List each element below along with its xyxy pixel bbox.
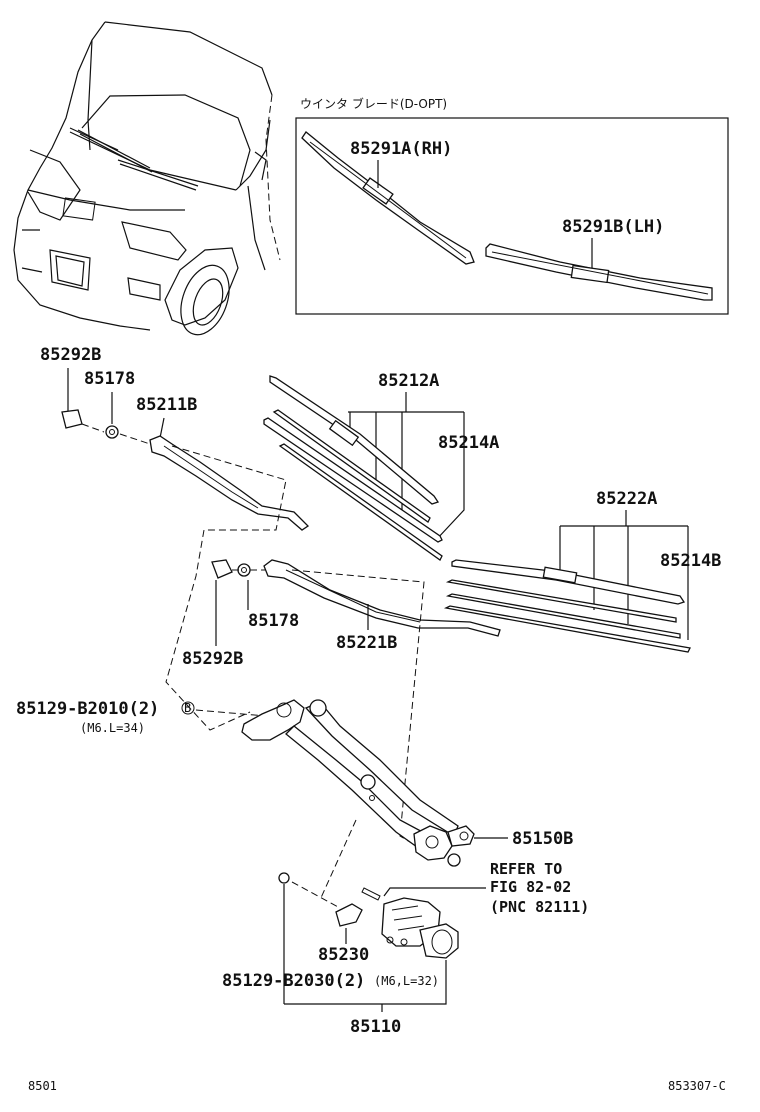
wiper-arm-85221B[interactable] [263, 559, 501, 637]
group-85150B: 85129-B2010(2) (M6.L=34) B 85150B [16, 699, 573, 901]
label-85291B: 85291B(LH) [562, 217, 664, 237]
refer-line-2: FIG 82-02 [490, 878, 571, 896]
bolt-85129-B2030[interactable] [278, 872, 290, 884]
label-85214A: 85214A [438, 433, 499, 453]
blade-85212A[interactable] [269, 375, 440, 505]
box-title: ウインタ ブレード(D-OPT) [300, 96, 447, 111]
label-85222A: 85222A [596, 489, 657, 509]
blade-85291A[interactable] [301, 131, 475, 265]
label-85212A: 85212A [378, 371, 439, 391]
label-85291A: 85291A(RH) [350, 139, 452, 159]
bolt-mark-b-circle [181, 701, 195, 715]
label-85292B-mid: 85292B [182, 649, 243, 669]
nut-85178-mid[interactable] [237, 563, 251, 577]
blade-rubber-85214B[interactable] [443, 579, 691, 653]
group-85221B: 85292B 85178 85221B [182, 559, 501, 849]
wiper-linkage-85150B[interactable] [241, 699, 475, 867]
refer-line-1: REFER TO [490, 860, 562, 878]
blade-85291B[interactable] [485, 243, 713, 301]
label-85150B: 85150B [512, 829, 573, 849]
label-85178-top: 85178 [84, 369, 135, 389]
label-bolt-85129-B2010-spec: (M6.L=34) [80, 721, 145, 735]
label-bolt-85129-B2030: 85129-B2030(2) [222, 971, 365, 991]
label-bolt-85129-B2030-spec: (M6,L=32) [374, 974, 439, 988]
group-85212A: 85212A 85214A [263, 371, 499, 561]
label-85292B-top: 85292B [40, 345, 101, 365]
blade-rubber-85214A[interactable] [263, 409, 443, 561]
label-85214B: 85214B [660, 551, 721, 571]
bolt-mark-b: B [184, 701, 191, 715]
winter-blade-box: ウインタ ブレード(D-OPT) 85291A(RH) 85291B(LH) [295, 96, 729, 315]
box-frame [295, 117, 729, 315]
blade-85222A[interactable] [451, 559, 686, 605]
label-85110: 85110 [350, 1017, 401, 1037]
group-85222A: 85222A 85214B [443, 489, 721, 653]
wiper-arm-85211B[interactable] [149, 435, 310, 531]
label-bolt-85129-B2010: 85129-B2010(2) [16, 699, 159, 719]
wiper-motor-85110[interactable] [335, 897, 459, 959]
refer-line-3: (PNC 82111) [490, 898, 589, 916]
label-85221B: 85221B [336, 633, 397, 653]
vehicle-front-illustration [13, 21, 281, 336]
nut-85178-top[interactable] [105, 425, 119, 439]
cap-85292B-mid[interactable] [211, 559, 233, 579]
label-85211B: 85211B [136, 395, 197, 415]
group-85110: REFER TO FIG 82-02 (PNC 82111) 85230 851… [222, 860, 589, 1037]
label-85178-mid: 85178 [248, 611, 299, 631]
group-85211B: 85292B 85178 85211B [40, 345, 310, 731]
label-85230: 85230 [318, 945, 369, 965]
footer-right-code: 853307-C [668, 1079, 726, 1093]
cap-85292B-top[interactable] [61, 409, 83, 429]
footer-left-code: 8501 [28, 1079, 57, 1093]
